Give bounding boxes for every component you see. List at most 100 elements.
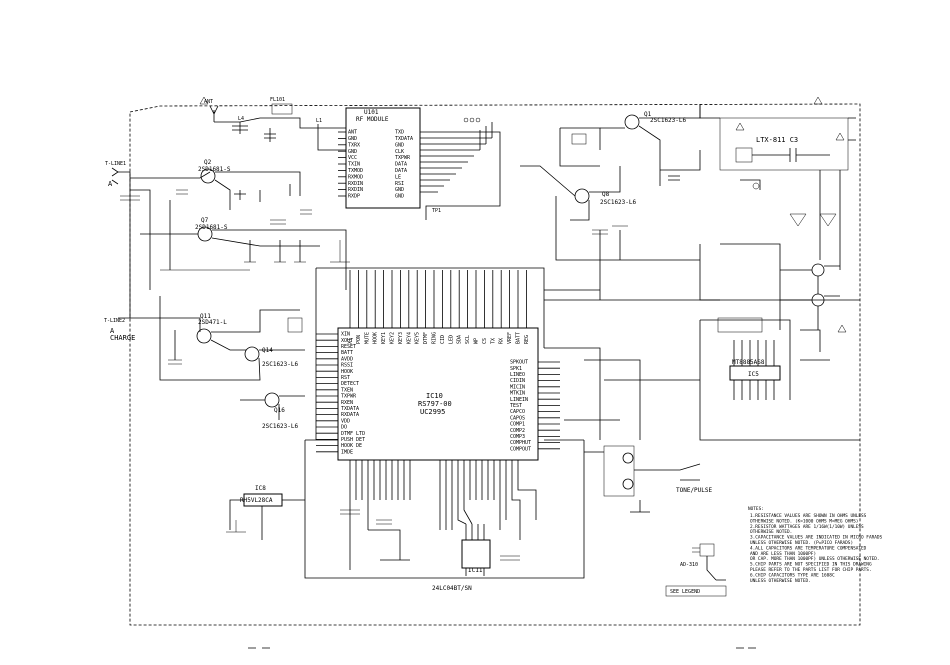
- ic10-pin-label: PUSH DET: [341, 437, 365, 443]
- ic10-pin-label: MICIN: [510, 384, 525, 390]
- ic10-pin-label: BATT: [516, 332, 522, 344]
- adapter-label: AD-310: [680, 562, 698, 568]
- ic10-pin-label: KEY5: [415, 332, 421, 344]
- ic10-pin-label: SCL: [465, 335, 471, 344]
- rf-module-ref: U101: [364, 109, 379, 116]
- note-line: 2.RESISTOR WATTAGES ARE 1/16W(1/10W) UNL…: [750, 524, 864, 530]
- rf-pin-label: RXDIN: [348, 181, 363, 187]
- q1-ref: Q1: [644, 111, 652, 118]
- rf-pin-label: DATA: [395, 168, 407, 174]
- ic5-part: MT8885AS8: [732, 359, 765, 366]
- ic10-pin-label: KEY4: [406, 332, 412, 344]
- rf-pin-label: RXDP: [348, 194, 360, 200]
- ic5-ref: IC5: [748, 371, 759, 378]
- charge-section: CHARGE Q11 2SD471-L Q14 2SC1623-L6 Q16 2…: [110, 296, 305, 430]
- ic10-pin-label: TXPWR: [341, 394, 357, 400]
- q16-part: 2SC1623-L6: [262, 423, 299, 430]
- line-connector-label: T-LINE1: [105, 161, 126, 167]
- rf-pin-label: TXD: [395, 130, 404, 136]
- ic8-part: RH5VL28CA: [240, 497, 273, 504]
- charge-label: CHARGE: [110, 334, 135, 342]
- main-section-frame: [304, 267, 585, 579]
- ic10-pin-label: XIN: [341, 332, 350, 338]
- ic10-pin-label: COMP2: [510, 428, 525, 434]
- ic10-pin-label: SPKOUT: [510, 360, 528, 366]
- transformer-label: LTX-811 C3: [756, 136, 798, 144]
- rf-pin-label: GND: [395, 142, 404, 148]
- note-line: 6.CHIP CAPACITORS TYPE ARE 1608C: [750, 572, 835, 578]
- q7-ref: Q7: [201, 217, 209, 224]
- q2-part: 2SD1681-S: [198, 166, 231, 173]
- ic10-part: RS797-00: [418, 400, 452, 408]
- ic10-pin-label: DTMF LTD: [341, 431, 365, 437]
- rf-pin-label: CLK: [395, 149, 404, 155]
- q14-part: 2SC1623-L6: [262, 361, 299, 368]
- ic10-pin-label: TXEN: [341, 387, 353, 393]
- q16-ref: Q16: [274, 407, 285, 414]
- ic10-pin-label: CIDIN: [510, 378, 525, 384]
- ic10-pin-label: AVDD: [341, 356, 353, 362]
- ic10-pin-label: DO: [341, 425, 347, 431]
- note-line: OTHERWISE NOTED. (K=1000 OHMS M=MEG OHMS…: [750, 518, 858, 524]
- ic10-pin-label: DETECT: [341, 381, 359, 387]
- ic10-pin-label: IMDE: [341, 449, 353, 455]
- rf-pin-label: TXIN: [348, 162, 360, 168]
- note-line: AND ARE LESS THAN 1000PF): [750, 551, 816, 557]
- legend-label: SEE LEGEND: [670, 589, 700, 595]
- signal-bus: [544, 289, 720, 440]
- notes-lines: 1.RESISTANCE VALUES ARE SHOWN IN OHMS UN…: [750, 513, 883, 584]
- ic10-pin-label: VDD: [341, 418, 350, 424]
- right-cluster: [699, 213, 860, 330]
- ic10-pin-label: DTMF: [423, 332, 429, 344]
- svg-text:L4: L4: [238, 116, 244, 122]
- ic10-pin-label: CAPOS: [510, 415, 525, 421]
- ic10-pin-label: TX: [490, 338, 496, 344]
- ic10-pin-label: WP: [474, 338, 480, 344]
- rf-pin-label: ANT: [348, 130, 357, 136]
- q14-ref: Q14: [262, 347, 273, 354]
- ic10-pin-label: HOOK DE: [341, 443, 362, 449]
- ic10-pin-label: LED: [448, 335, 454, 344]
- ic10-pin-label: LINEIN: [510, 397, 528, 403]
- line-connector-label-2: T-LINE2: [104, 318, 125, 324]
- ic10-pin-label: PON: [356, 335, 362, 344]
- ic11-ref: IC11: [468, 567, 483, 574]
- rf-pin-label: GND: [348, 136, 357, 142]
- ic10-pin-label: KEY1: [381, 332, 387, 344]
- rf-pin-label: RSI: [395, 181, 404, 187]
- ic10-pin-label: COMPHUT: [510, 440, 531, 446]
- input-stage: T-LINE1 A T-LINE2 A Q2 2SD1681-S Q7 2SD1…: [104, 159, 347, 335]
- ic10-pin-label: RSSI: [341, 363, 353, 369]
- note-line: 4.ALL CAPACITORS ARE TEMPERATURE COMPENS…: [750, 545, 867, 551]
- notes-title: NOTES:: [748, 506, 764, 512]
- misc-components: [120, 189, 350, 263]
- q11-ref: Q11: [200, 313, 211, 320]
- main-ic10: IC10 RS797-00 UC2995 XINXOUTRESETBATTAVD…: [316, 270, 560, 461]
- q2-ref: Q2: [204, 159, 212, 166]
- rf-pin-label: VCC: [348, 155, 357, 161]
- rf-module: U101 RF MODULE ANTGNDTXRXGNDVCCTXINTXMOD…: [338, 107, 501, 220]
- note-line: PLEASE REFER TO THE PARTS LIST FOR CHIP …: [750, 567, 872, 573]
- note-line: 1.RESISTANCE VALUES ARE SHOWN IN OHMS UN…: [750, 513, 867, 519]
- rf-pin-label: RXMOD: [348, 174, 363, 180]
- svg-text:L1: L1: [316, 118, 322, 124]
- ic10-pin-label: RESET: [341, 344, 356, 350]
- antenna-label: ANT: [204, 99, 213, 105]
- rf-pin-label: RXDIN: [348, 187, 363, 193]
- note-line: UNLESS OTHERWISE NOTED. (P=PICO FARADS): [750, 540, 853, 546]
- rf-pin-label: GND: [348, 149, 357, 155]
- ic10-pin-label: TXDATA: [341, 406, 359, 412]
- q11-part: 2SD471-L: [198, 319, 227, 326]
- note-line: OTHERWISE NOTED.: [750, 529, 792, 535]
- ic10-pin-label: RING: [432, 332, 438, 344]
- ic10-pin-label: XT: [348, 338, 354, 344]
- q7-part: 2SD1681-S: [195, 224, 228, 231]
- note-line: 5.CHIP PARTS ARE NOT SPECIFIED IN THIS D…: [750, 562, 872, 568]
- ic10-part2: UC2995: [420, 408, 445, 416]
- rf-pin-label: TXDATA: [395, 136, 413, 142]
- rf-pin-label: GND: [395, 194, 404, 200]
- svg-text:A: A: [108, 180, 113, 188]
